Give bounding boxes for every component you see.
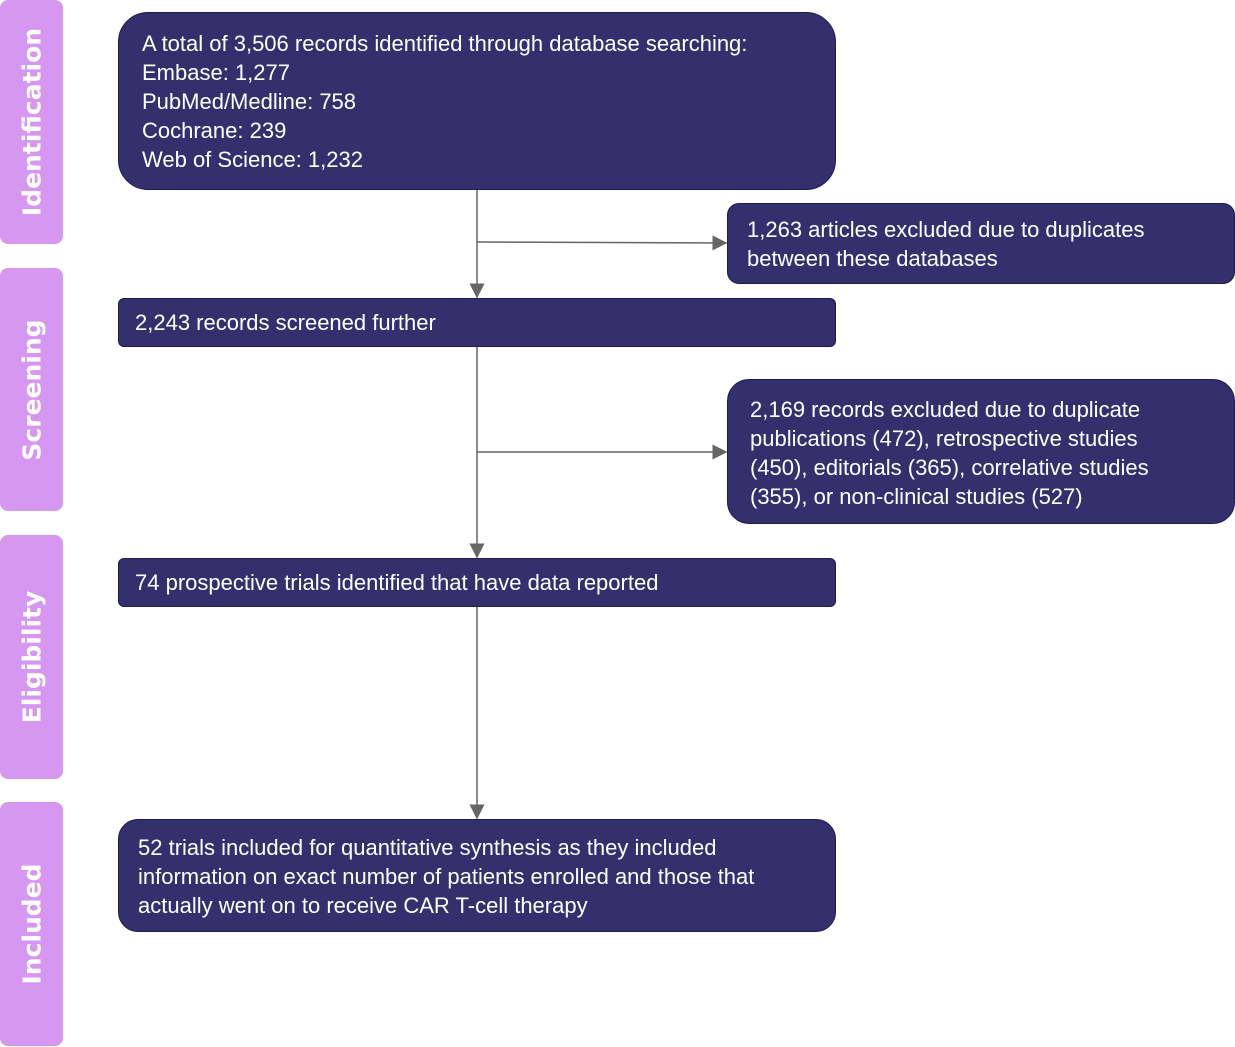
box-line: 74 prospective trials identified that ha…	[135, 570, 659, 595]
box-line: Web of Science: 1,232	[142, 147, 363, 172]
box-line: Embase: 1,277	[142, 60, 290, 85]
included-box: 52 trials included for quantitative synt…	[118, 819, 836, 932]
box-line: 1,263 articles excluded due to duplicate…	[747, 217, 1145, 242]
screening-excluded-box: 2,169 records excluded due to duplicate …	[727, 379, 1235, 524]
box-line: publications (472), retrospective studie…	[750, 426, 1138, 451]
box-line: between these databases	[747, 246, 998, 271]
box-line: PubMed/Medline: 758	[142, 89, 357, 114]
box-line: Cochrane: 239	[142, 118, 287, 143]
stage-included: Included	[0, 802, 63, 1046]
box-line: 52 trials included for quantitative synt…	[138, 835, 717, 860]
box-line: (450), editorials (365), correlative stu…	[750, 455, 1149, 480]
arrow-to-duplicates	[476, 235, 728, 251]
stage-screening: Screening	[0, 268, 63, 511]
box-line: information on exact number of patients …	[138, 864, 755, 889]
screening-box: 2,243 records screened further	[118, 298, 836, 347]
eligibility-box: 74 prospective trials identified that ha…	[118, 558, 836, 607]
box-line: (355), or non-clinical studies (527)	[750, 484, 1083, 509]
stage-eligibility: Eligibility	[0, 535, 63, 779]
stage-identification: Identification	[0, 0, 63, 244]
box-line: A total of 3,506 records identified thro…	[142, 31, 748, 56]
box-line: actually went on to receive CAR T-cell t…	[138, 893, 588, 918]
duplicates-excluded-box: 1,263 articles excluded due to duplicate…	[727, 203, 1235, 284]
identification-box: A total of 3,506 records identified thro…	[118, 12, 836, 190]
box-line: 2,169 records excluded due to duplicate	[750, 397, 1141, 422]
box-line: 2,243 records screened further	[135, 310, 436, 335]
